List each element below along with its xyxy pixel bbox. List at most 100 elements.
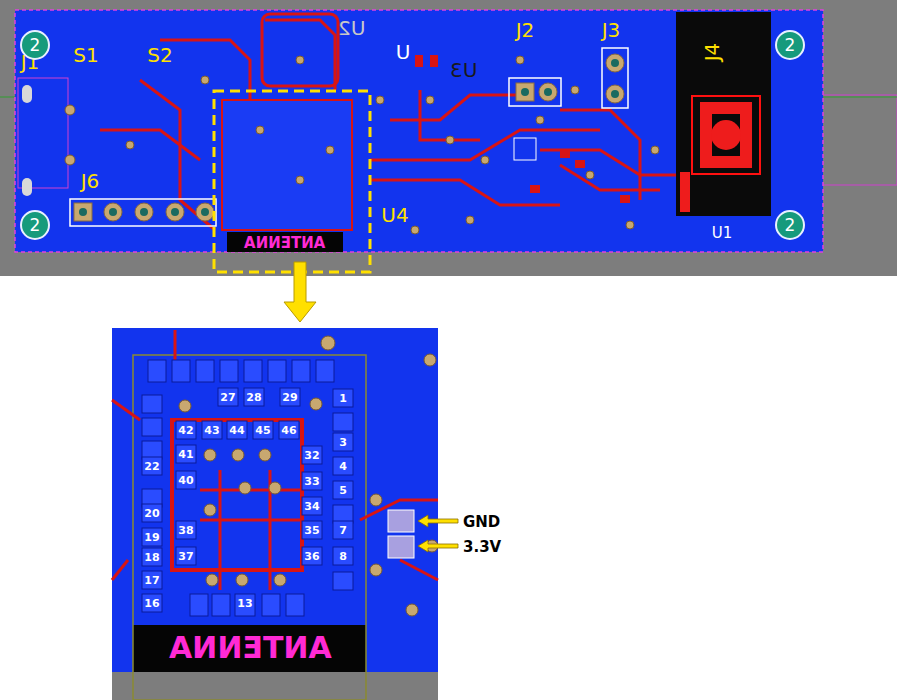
pad [333,389,353,407]
smd-pad [415,55,423,67]
pin-pad [74,203,92,221]
pad [333,505,353,523]
pin-pad [606,54,624,72]
pad [253,421,273,439]
callout-arrow [418,540,458,552]
pin-hole [201,208,209,216]
smd-pad [430,55,438,67]
pin-number: 18 [144,552,159,563]
via [411,226,419,234]
pad [262,594,280,616]
pad [142,441,162,459]
via [236,574,248,586]
header-outline [70,199,216,226]
pin-number: 7 [339,525,347,536]
pad [176,445,196,463]
inset-board [112,328,438,700]
pad [142,418,162,436]
via [586,171,594,179]
pin-number: 29 [282,392,297,403]
guide-line [0,97,15,98]
pad [333,547,353,565]
pin-pad [135,203,153,221]
via [321,336,335,350]
pad [172,360,190,382]
part-label: U4 [381,205,408,225]
part-label: J4 [702,43,722,62]
trace [112,560,128,580]
header-outline [602,48,628,108]
via [204,504,216,516]
pin-number: 28 [246,392,261,403]
trace [100,130,200,160]
connector-pad [700,102,752,168]
via [370,494,382,506]
pin-number: 44 [229,425,244,436]
part-label: J3 [602,20,621,40]
pin-number: 32 [304,450,319,461]
pad [279,421,299,439]
pad [286,594,304,616]
pad [220,360,238,382]
via [481,156,489,164]
usb-shell-pad [22,85,32,103]
via [651,146,659,154]
pad [142,571,162,589]
pin-number: 19 [144,532,159,543]
pad [142,528,162,546]
smd-pad [620,195,630,203]
trace [560,110,640,200]
pad [244,360,262,382]
module-footprint [222,100,352,230]
gnd-pad [388,510,414,532]
pin-number: 45 [255,425,270,436]
pin-number: 4 [339,461,347,472]
pad [148,360,166,382]
via [370,564,382,576]
pad [202,421,222,439]
hole-number: 2 [30,37,41,54]
via [406,604,418,616]
via [626,221,634,229]
antenna-area [133,625,366,672]
via [466,216,474,224]
via [179,400,191,412]
part-label: S1 [73,45,98,65]
pin-pad [166,203,184,221]
pin-number: 41 [178,449,193,460]
part-label: J6 [81,171,100,191]
pin-number: 17 [144,575,159,586]
pad [333,433,353,451]
via [204,449,216,461]
antenna-area [227,232,343,252]
pin-number: 34 [304,501,319,512]
smd-pads [415,55,630,203]
pin-pad [516,83,534,101]
smd-pad [560,150,570,158]
pad [302,521,322,539]
via [274,574,286,586]
pin-number: 33 [304,476,319,487]
via [424,354,436,366]
via [296,56,304,64]
connector-outline [692,96,760,174]
via [326,146,334,154]
pin-number: 20 [144,508,159,519]
component-outline [514,138,536,160]
pad [142,594,162,612]
pad [302,497,322,515]
pad [227,421,247,439]
inset-traces [112,330,438,590]
board-ground [0,0,897,276]
part-label: S2 [147,45,172,65]
part-label: U [396,42,411,62]
pin-number: 37 [178,551,193,562]
pin-number: 5 [339,485,347,496]
part-label: U3 [450,60,477,80]
pad [280,388,300,406]
pad [142,457,162,475]
pin-pad [104,203,122,221]
module-pads [142,360,353,616]
trace [112,400,140,420]
usb-outline [18,78,68,188]
